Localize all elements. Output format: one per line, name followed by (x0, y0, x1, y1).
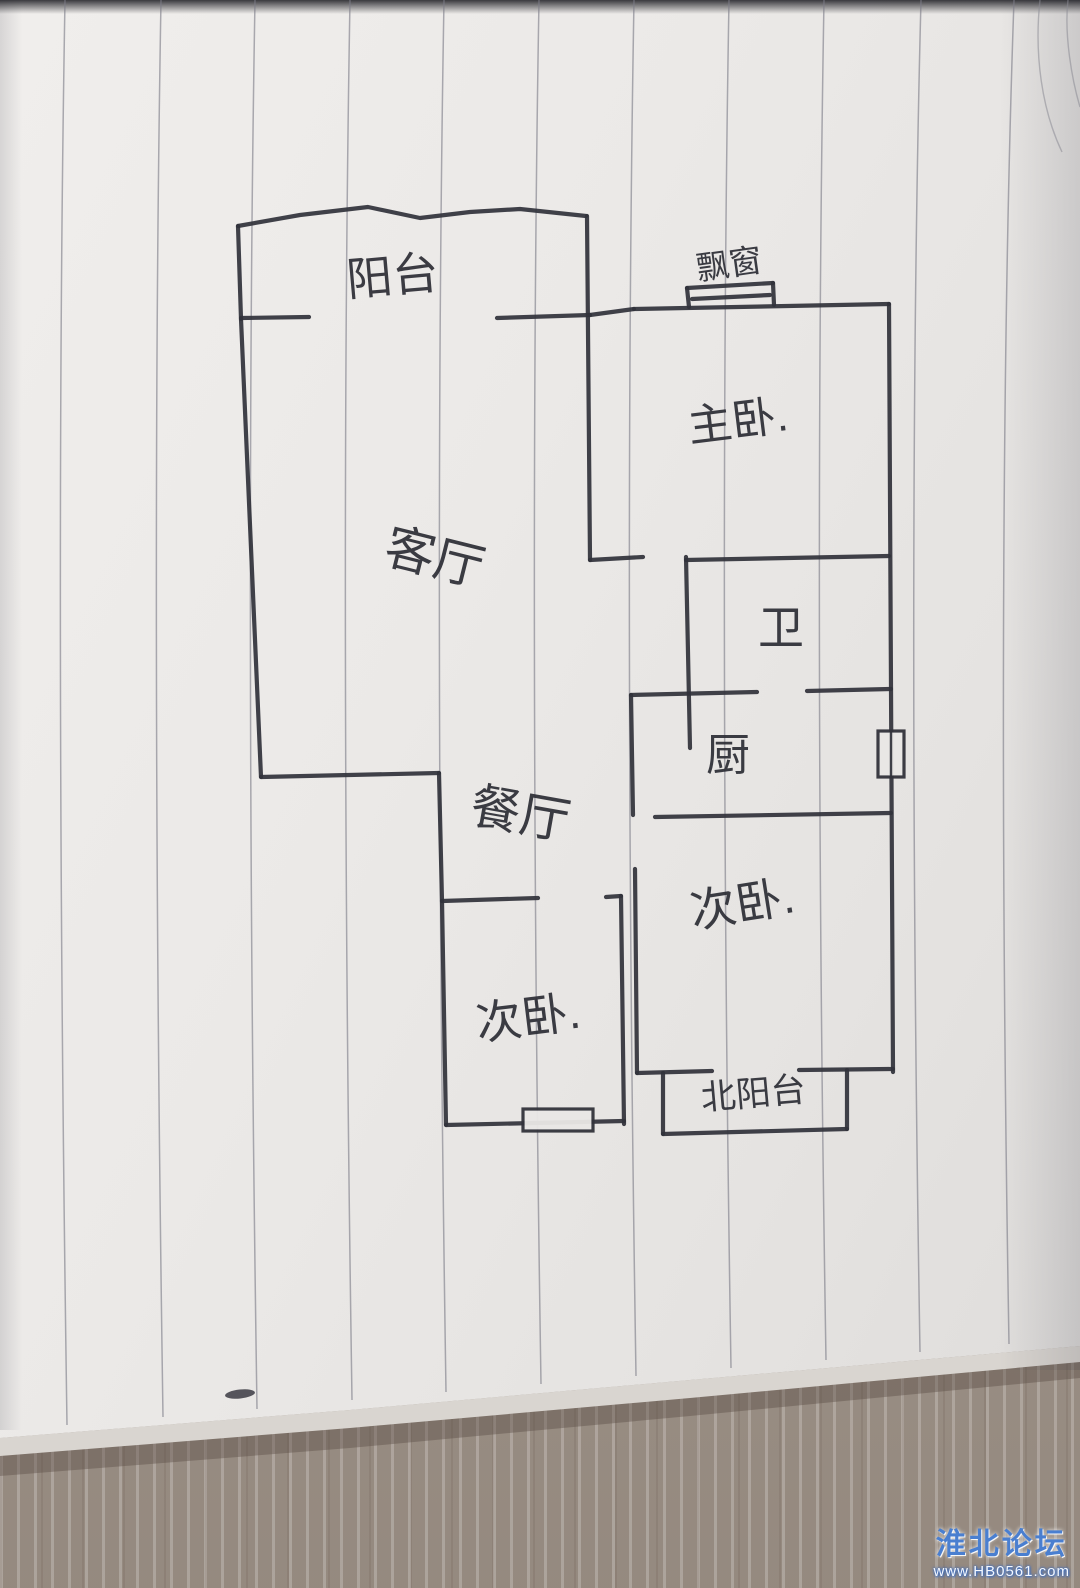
floor-plan-walls (235, 204, 906, 1137)
label-kitchen: 厨 (706, 731, 750, 780)
ink-smudge (225, 1389, 255, 1399)
label-master-bedroom: 主卧. (685, 391, 790, 452)
left-edge-shade (0, 0, 22, 1430)
watermark-site-name: 淮北论坛 (935, 1528, 1068, 1562)
ruled-lines (59, 0, 1015, 1426)
label-bay-window: 飘窗 (694, 241, 765, 287)
label-second-bedroom-right: 次卧. (686, 870, 798, 938)
bedroom-window (521, 1107, 595, 1133)
label-north-balcony: 北阳台 (699, 1070, 807, 1118)
watermark-site-url: www.HB0561.com (933, 1562, 1070, 1580)
label-dining-room: 餐厅 (466, 778, 574, 851)
top-edge-shade (0, 0, 1080, 14)
label-living-room: 客厅 (379, 518, 490, 597)
label-south-balcony: 阳台 (344, 246, 440, 306)
floor-plan-labels: 阳台 飘窗 主卧. 客厅 卫 厨 餐厅 次卧. 次卧. 北阳台 (344, 241, 807, 1118)
page-curl-lines (1037, 0, 1080, 153)
label-second-bedroom-left: 次卧. (473, 986, 583, 1050)
label-bathroom: 卫 (758, 602, 804, 654)
watermark: 淮北论坛 www.HB0561.com (933, 1528, 1070, 1580)
bay-window (684, 280, 777, 310)
right-edge-shade (1000, 0, 1080, 1370)
